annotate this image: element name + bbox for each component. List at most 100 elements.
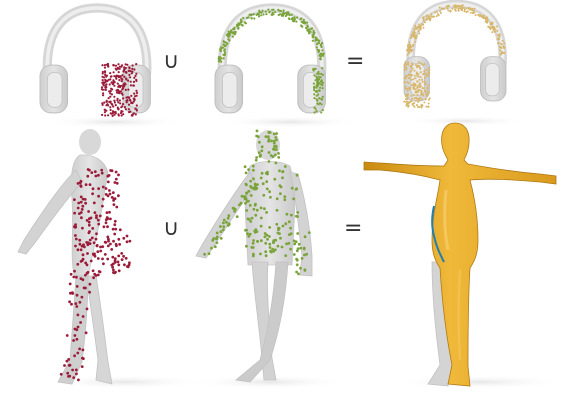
point bbox=[114, 271, 117, 274]
point bbox=[319, 102, 321, 104]
point bbox=[405, 105, 407, 107]
point bbox=[113, 223, 116, 226]
point bbox=[82, 198, 85, 201]
point bbox=[413, 28, 415, 30]
point bbox=[104, 241, 107, 244]
point bbox=[81, 227, 84, 230]
point bbox=[413, 82, 415, 84]
point bbox=[465, 11, 467, 13]
point bbox=[421, 105, 423, 107]
point bbox=[106, 64, 108, 66]
point bbox=[421, 79, 423, 81]
point bbox=[496, 30, 498, 32]
point bbox=[104, 86, 106, 88]
point bbox=[91, 227, 94, 230]
point bbox=[490, 27, 492, 29]
point bbox=[80, 248, 83, 251]
point bbox=[242, 24, 244, 26]
point bbox=[113, 233, 116, 236]
point bbox=[468, 7, 470, 9]
point bbox=[236, 24, 238, 26]
point bbox=[477, 14, 479, 16]
point bbox=[225, 221, 228, 224]
point bbox=[111, 266, 114, 269]
point bbox=[283, 9, 285, 11]
point bbox=[72, 339, 75, 342]
point bbox=[97, 174, 100, 177]
point bbox=[275, 223, 278, 226]
point bbox=[95, 232, 98, 235]
point bbox=[68, 364, 71, 367]
point bbox=[117, 63, 119, 65]
point bbox=[313, 87, 315, 89]
point bbox=[251, 17, 253, 19]
point bbox=[70, 273, 73, 276]
point bbox=[81, 296, 84, 299]
point bbox=[71, 369, 74, 372]
point bbox=[295, 258, 298, 261]
point bbox=[277, 156, 280, 159]
point bbox=[242, 17, 244, 19]
point bbox=[80, 260, 83, 263]
point bbox=[429, 97, 431, 99]
point bbox=[313, 33, 315, 35]
point bbox=[203, 253, 206, 256]
point bbox=[258, 151, 261, 154]
point bbox=[253, 17, 255, 19]
point bbox=[73, 354, 76, 357]
point bbox=[73, 270, 76, 273]
point bbox=[424, 63, 426, 65]
point bbox=[434, 12, 436, 14]
equals-symbol-row2: = bbox=[344, 216, 362, 241]
point bbox=[111, 196, 114, 199]
point bbox=[219, 225, 222, 228]
point bbox=[289, 248, 292, 251]
point bbox=[320, 53, 322, 55]
point bbox=[131, 114, 133, 116]
point bbox=[408, 87, 410, 89]
point bbox=[237, 28, 239, 30]
point bbox=[286, 213, 289, 216]
point bbox=[313, 30, 315, 32]
point bbox=[99, 246, 102, 249]
point bbox=[438, 14, 440, 16]
point bbox=[439, 10, 441, 12]
point bbox=[275, 145, 278, 148]
point bbox=[80, 277, 83, 280]
point bbox=[425, 93, 427, 95]
point bbox=[268, 131, 271, 134]
point bbox=[439, 7, 441, 9]
point bbox=[113, 100, 115, 102]
point bbox=[109, 243, 112, 246]
point bbox=[112, 191, 115, 194]
point bbox=[273, 148, 276, 151]
point bbox=[411, 63, 413, 65]
point bbox=[106, 100, 108, 102]
point bbox=[412, 105, 414, 107]
point bbox=[316, 110, 318, 112]
point bbox=[92, 187, 95, 190]
point bbox=[415, 100, 417, 102]
point bbox=[122, 113, 124, 115]
point bbox=[110, 76, 112, 78]
point bbox=[75, 328, 78, 331]
point bbox=[300, 17, 302, 19]
point bbox=[127, 266, 130, 269]
point bbox=[424, 91, 426, 93]
point bbox=[115, 68, 117, 70]
point bbox=[126, 240, 129, 243]
point bbox=[414, 75, 416, 77]
point bbox=[425, 15, 427, 17]
point bbox=[425, 73, 427, 75]
point bbox=[222, 225, 225, 228]
point bbox=[273, 133, 276, 136]
point bbox=[426, 86, 428, 88]
point bbox=[97, 195, 100, 198]
point bbox=[405, 67, 407, 69]
point bbox=[130, 84, 132, 86]
point bbox=[318, 40, 320, 42]
point bbox=[481, 15, 483, 17]
point bbox=[249, 204, 252, 207]
point bbox=[120, 66, 122, 68]
point bbox=[132, 64, 134, 66]
